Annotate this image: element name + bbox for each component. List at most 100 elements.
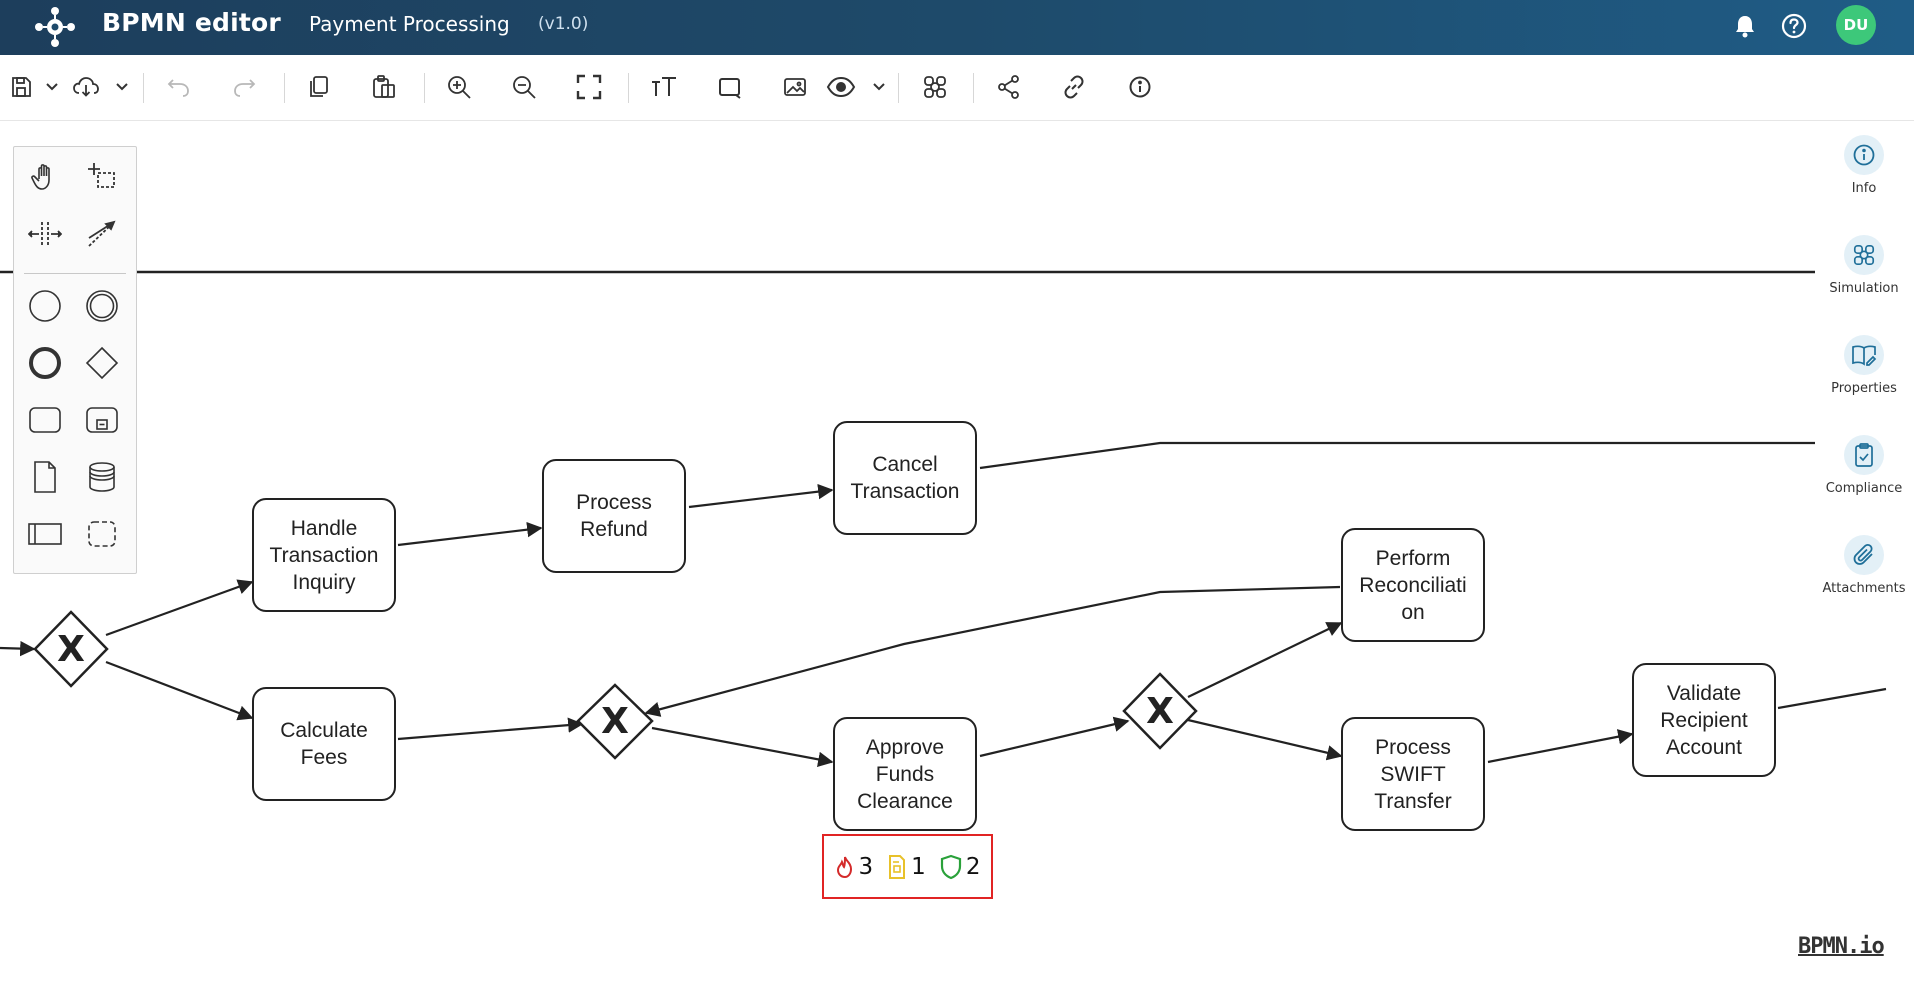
toolbar-separator xyxy=(143,73,144,103)
risk-count: 3 xyxy=(858,853,874,880)
hand-tool-icon[interactable] xyxy=(24,156,66,198)
space-tool-icon[interactable] xyxy=(24,213,66,255)
diagram-connections xyxy=(0,270,1887,767)
risk-flame-icon xyxy=(836,856,852,878)
bpmn-io-watermark[interactable]: BPMN.io xyxy=(1798,934,1885,959)
task-process-swift-transfer[interactable]: Process SWIFT Transfer xyxy=(1341,717,1485,831)
start-event-icon[interactable] xyxy=(24,285,66,327)
sequence-flow xyxy=(105,579,254,637)
sequence-flow xyxy=(397,717,584,741)
image-icon[interactable] xyxy=(779,71,811,103)
toolbar-separator xyxy=(898,73,899,103)
top-header: BPMN editor Payment Processing (v1.0) DU xyxy=(0,0,1914,55)
control-document-icon xyxy=(889,854,906,879)
task-icon[interactable] xyxy=(24,399,66,441)
zoom-out-icon[interactable] xyxy=(508,71,540,103)
sequence-flow xyxy=(1487,729,1634,764)
app-logo-icon[interactable] xyxy=(34,6,76,48)
sequence-flow xyxy=(105,660,254,721)
side-panel-simulation[interactable]: Simulation xyxy=(1816,235,1912,296)
copy-icon[interactable] xyxy=(303,71,335,103)
sequence-flow xyxy=(0,640,36,657)
frame-icon[interactable] xyxy=(714,71,746,103)
palette-separator xyxy=(24,273,126,274)
toolbar-separator xyxy=(973,73,974,103)
group-icon[interactable] xyxy=(81,513,123,555)
sequence-flow xyxy=(1187,718,1343,761)
intermediate-event-icon[interactable] xyxy=(81,285,123,327)
document-title[interactable]: Payment Processing xyxy=(309,12,510,36)
task-process-refund[interactable]: Process Refund xyxy=(542,459,686,573)
task-handle-transaction-inquiry[interactable]: Handle Transaction Inquiry xyxy=(252,498,396,612)
risk-badge[interactable]: 3 xyxy=(835,853,874,880)
link-icon[interactable] xyxy=(1058,71,1090,103)
text-size-icon[interactable] xyxy=(648,71,680,103)
toolbar-separator xyxy=(284,73,285,103)
save-dropdown-chevron-icon[interactable] xyxy=(42,71,62,103)
task-perform-reconciliation[interactable]: Perform Reconciliati on xyxy=(1341,528,1485,642)
side-panel-attachments-label: Attachments xyxy=(1822,581,1906,596)
control-badge[interactable]: 1 xyxy=(887,854,926,880)
subprocess-icon[interactable] xyxy=(81,399,123,441)
gateway-icon[interactable] xyxy=(81,342,123,384)
undo-icon[interactable] xyxy=(163,71,195,103)
paste-icon[interactable] xyxy=(368,71,400,103)
view-dropdown-chevron-icon[interactable] xyxy=(869,71,889,103)
sequence-flow xyxy=(979,716,1130,758)
share-icon[interactable] xyxy=(993,71,1025,103)
task-approve-funds-clearance[interactable]: Approve Funds Clearance xyxy=(833,717,977,831)
app-title: BPMN editor xyxy=(102,8,281,37)
user-avatar[interactable]: DU xyxy=(1836,5,1876,45)
download-dropdown-chevron-icon[interactable] xyxy=(112,71,132,103)
side-panel-compliance-label: Compliance xyxy=(1825,481,1903,496)
simulation-icon xyxy=(1844,235,1884,275)
help-icon[interactable] xyxy=(1777,9,1811,43)
document-version: (v1.0) xyxy=(538,14,589,34)
pool-participant-icon[interactable] xyxy=(24,513,66,555)
sequence-flow xyxy=(397,521,543,547)
side-panel-properties[interactable]: Properties xyxy=(1816,335,1912,396)
exclusive-gateway-1 xyxy=(33,610,109,688)
sequence-flow xyxy=(1187,622,1343,698)
task-annotation-badges: 3 1 2 xyxy=(822,834,993,899)
eye-icon[interactable] xyxy=(825,71,857,103)
save-icon[interactable] xyxy=(5,71,37,103)
simulation-icon[interactable] xyxy=(919,71,951,103)
compliance-badge[interactable]: 2 xyxy=(940,853,981,880)
info-icon xyxy=(1844,135,1884,175)
notifications-bell-icon[interactable] xyxy=(1728,9,1762,43)
diagram-canvas[interactable]: X X X Handle Transaction Inquiry Process… xyxy=(0,121,1914,983)
side-panel-properties-label: Properties xyxy=(1831,381,1897,396)
task-cancel-transaction[interactable]: Cancel Transaction xyxy=(833,421,977,535)
side-panel-attachments[interactable]: Attachments xyxy=(1816,535,1912,596)
global-connect-tool-icon[interactable] xyxy=(81,213,123,255)
fit-screen-icon[interactable] xyxy=(573,71,605,103)
lasso-tool-icon[interactable] xyxy=(81,156,123,198)
sequence-flow xyxy=(688,483,834,509)
side-panel-compliance[interactable]: Compliance xyxy=(1816,435,1912,496)
paperclip-icon xyxy=(1844,535,1884,575)
clipboard-check-icon xyxy=(1844,435,1884,475)
compliance-count: 2 xyxy=(965,853,981,880)
tool-palette xyxy=(13,146,137,574)
info-icon[interactable] xyxy=(1124,71,1156,103)
book-edit-icon xyxy=(1844,335,1884,375)
toolbar-separator xyxy=(424,73,425,103)
cloud-download-icon[interactable] xyxy=(70,71,102,103)
data-object-icon[interactable] xyxy=(24,456,66,498)
sequence-flow xyxy=(979,441,1815,470)
side-panel-info-label: Info xyxy=(1851,181,1877,196)
toolbar-separator xyxy=(628,73,629,103)
sequence-flow xyxy=(1777,687,1887,710)
end-event-icon[interactable] xyxy=(24,342,66,384)
exclusive-gateway-2 xyxy=(576,683,654,760)
task-validate-recipient-account[interactable]: Validate Recipient Account xyxy=(1632,663,1776,777)
zoom-in-icon[interactable] xyxy=(443,71,475,103)
compliance-shield-icon xyxy=(940,854,961,879)
data-store-icon[interactable] xyxy=(81,456,123,498)
exclusive-gateway-3 xyxy=(1122,672,1198,750)
task-calculate-fees[interactable]: Calculate Fees xyxy=(252,687,396,801)
side-panel-info[interactable]: Info xyxy=(1816,135,1912,196)
editor-toolbar xyxy=(0,55,1914,121)
redo-icon[interactable] xyxy=(228,71,260,103)
